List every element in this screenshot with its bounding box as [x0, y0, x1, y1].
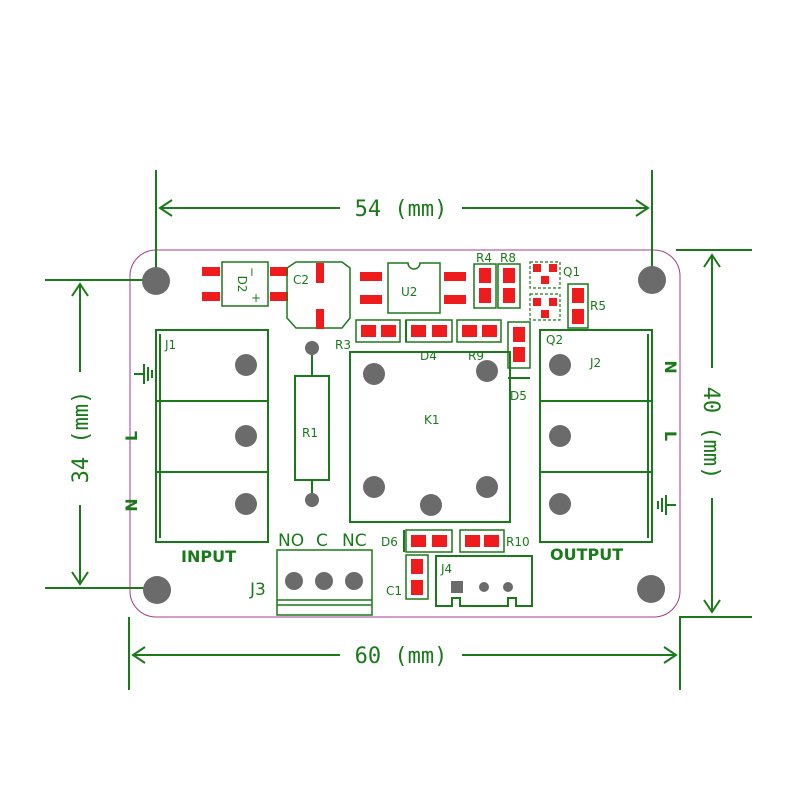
component-r1: R1	[294, 341, 330, 507]
r1-label: R1	[302, 426, 318, 440]
dimension-top-label: 54 (mm)	[355, 197, 448, 222]
j3-no-label: NO	[278, 531, 304, 551]
component-r4: R4	[473, 251, 497, 309]
connector-j4: J4	[435, 555, 533, 607]
k1-label: K1	[424, 413, 440, 427]
r10-label: R10	[506, 535, 530, 549]
mounting-hole-top-left	[142, 267, 170, 295]
board-outline	[129, 249, 681, 618]
dimension-bottom-label: 60 (mm)	[355, 644, 448, 669]
connector-j2: Q2 J2	[539, 329, 653, 543]
j2-label: J2	[589, 356, 601, 370]
ground-icon-input	[134, 364, 153, 384]
component-d2: D2 − +	[202, 261, 288, 307]
dimension-right-label: 40 (mm)	[698, 387, 723, 480]
dimension-bottom: 60 (mm)	[128, 616, 752, 690]
r4-label: R4	[476, 251, 492, 265]
d5-label: D5	[510, 389, 527, 403]
mounting-hole-bottom-left	[143, 576, 171, 604]
dimension-right: 40 (mm)	[676, 249, 752, 614]
connector-j3: NO C NC J3	[249, 531, 373, 616]
component-d4: D4	[405, 319, 453, 363]
d2-plus-sign: +	[251, 291, 261, 305]
input-n-label: N	[122, 498, 141, 511]
j1-label: J1	[164, 338, 176, 352]
dimension-left: 34 (mm)	[45, 279, 150, 589]
j3-c-label: C	[316, 531, 328, 551]
mounting-hole-top-right	[638, 266, 666, 294]
output-n-label: N	[661, 360, 680, 373]
component-r10: R10	[459, 529, 530, 553]
component-q1: Q1	[529, 261, 580, 321]
output-label: OUTPUT	[550, 545, 623, 564]
component-r9: R9	[456, 319, 502, 363]
component-c2: C2	[286, 261, 351, 329]
j3-label: J3	[249, 580, 266, 600]
r5-label: R5	[590, 299, 606, 313]
component-r3: R3	[335, 319, 401, 352]
component-r5: R5	[567, 283, 606, 329]
r3-label: R3	[335, 338, 351, 352]
u2-label: U2	[401, 285, 417, 299]
component-r8: R8	[497, 251, 521, 309]
d2-minus-sign: −	[245, 267, 259, 277]
component-k1-relay: K1	[349, 351, 511, 523]
r8-label: R8	[500, 251, 516, 265]
ground-icon-output	[657, 495, 676, 515]
q2-label: Q2	[546, 333, 563, 347]
connector-j1: J1	[155, 329, 269, 543]
component-u2: U2	[360, 262, 466, 314]
c1-label: C1	[386, 584, 402, 598]
component-d5: D5	[507, 321, 531, 403]
c2-label: C2	[293, 273, 309, 287]
component-d6: D6	[381, 529, 453, 553]
dimension-top: 54 (mm)	[155, 170, 653, 285]
j3-nc-label: NC	[342, 531, 367, 551]
mounting-hole-bottom-right	[637, 575, 665, 603]
component-c1: C1	[386, 554, 429, 600]
j4-label: J4	[440, 562, 452, 576]
input-l-label: L	[122, 431, 141, 441]
input-label: INPUT	[181, 547, 236, 566]
d6-label: D6	[381, 535, 398, 549]
dimension-left-label: 34 (mm)	[69, 391, 94, 484]
d2-label: D2	[235, 276, 249, 293]
output-l-label: L	[661, 431, 680, 441]
q1-label: Q1	[563, 265, 580, 279]
